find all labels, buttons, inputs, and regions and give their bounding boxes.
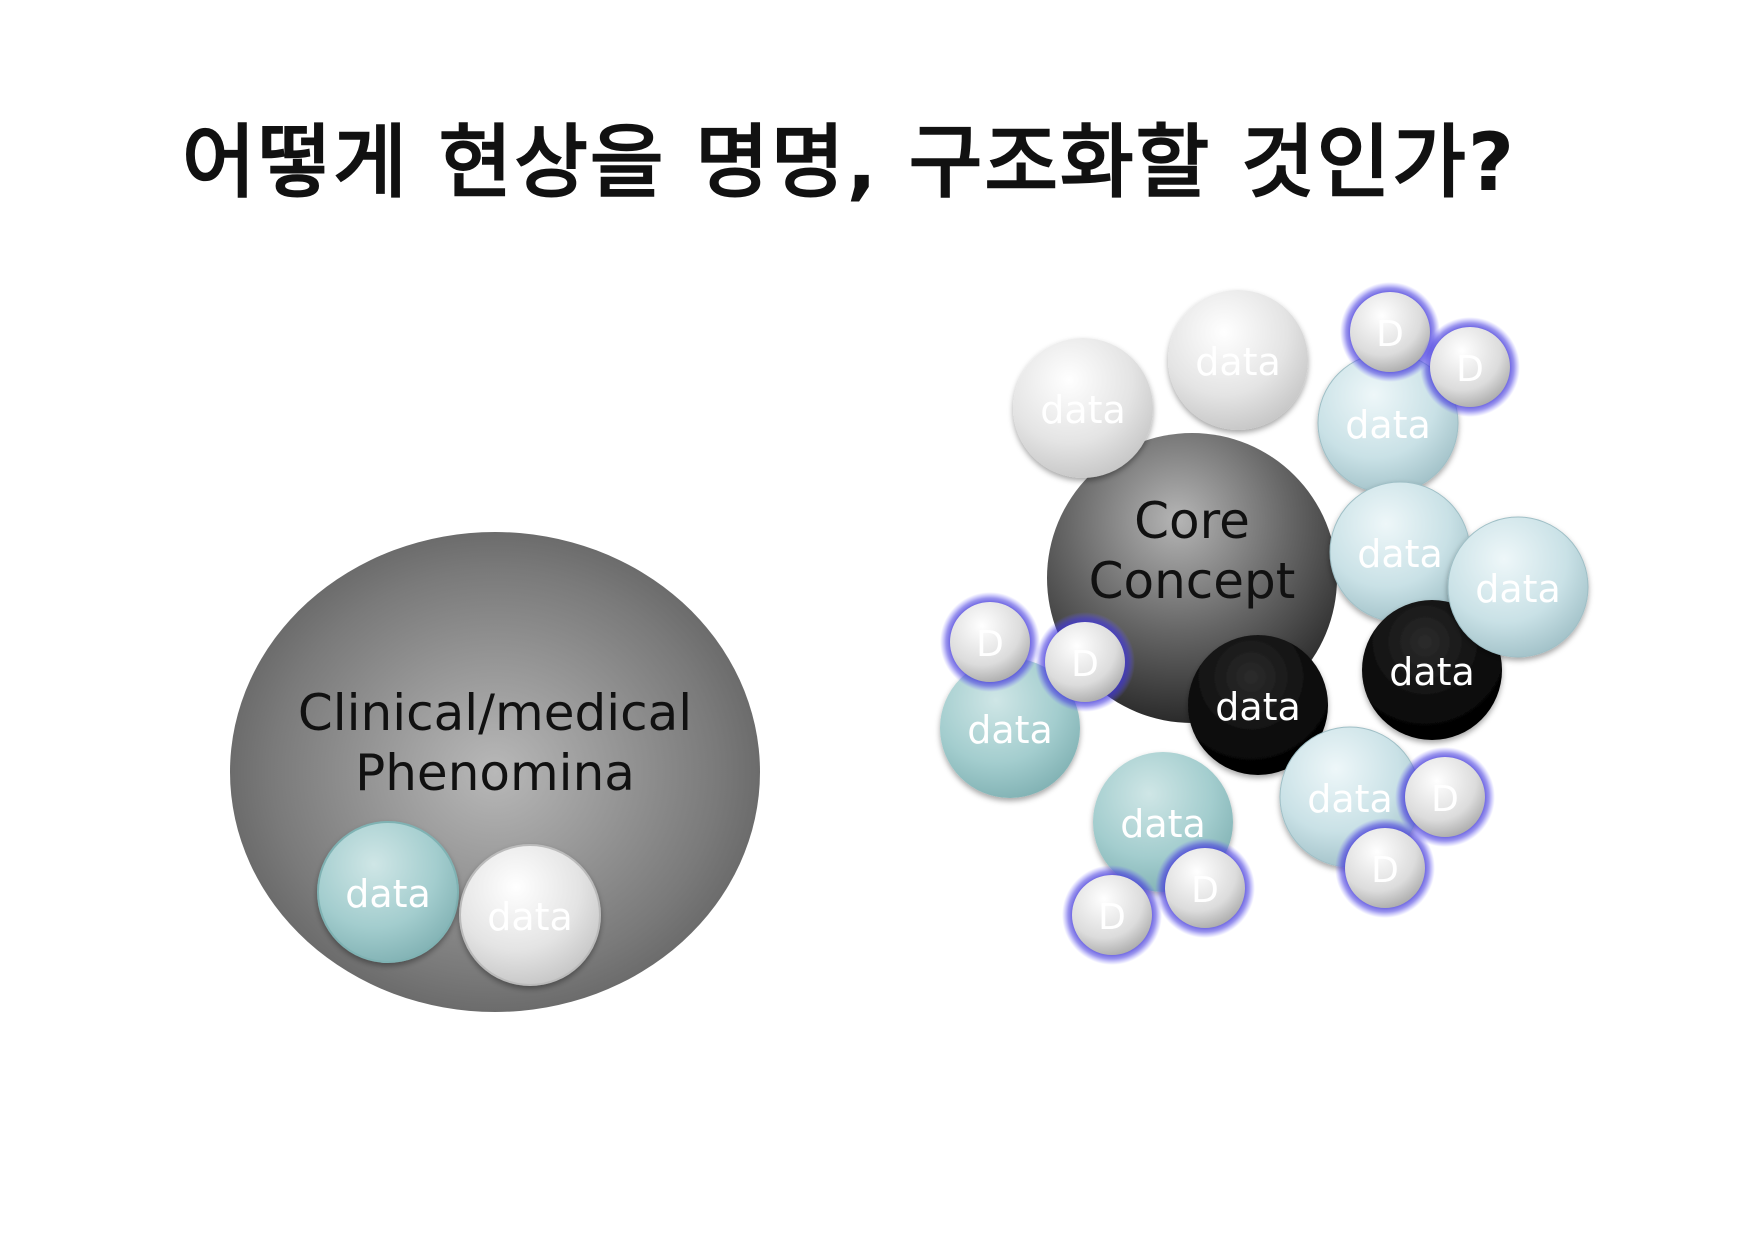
svg-text:data: data [1040, 388, 1126, 432]
data-circle: data [940, 658, 1080, 798]
d-circle: D [940, 592, 1040, 692]
phenomena-label-line1: Clinical/medical [298, 684, 692, 742]
svg-text:data: data [1357, 532, 1443, 576]
svg-text:D: D [1371, 850, 1399, 891]
data-circle: data [1168, 290, 1308, 430]
d-circle: D [1155, 838, 1255, 938]
svg-text:D: D [976, 624, 1004, 665]
svg-text:D: D [1376, 314, 1404, 355]
svg-text:data: data [1475, 567, 1561, 611]
svg-text:D: D [1431, 779, 1459, 820]
data-circle: data [1447, 516, 1589, 658]
d-circle: D [1395, 747, 1495, 847]
svg-text:data: data [1307, 777, 1393, 821]
svg-text:D: D [1456, 349, 1484, 390]
svg-text:data: data [1389, 650, 1475, 694]
core-concept-label-line2: Concept [1089, 552, 1296, 610]
svg-text:D: D [1098, 897, 1126, 938]
svg-text:data: data [1120, 802, 1206, 846]
svg-text:data: data [1345, 403, 1431, 447]
svg-text:data: data [345, 872, 431, 916]
core-concept-group: Core Concept data data data data data da… [940, 282, 1589, 965]
svg-text:D: D [1191, 870, 1219, 911]
d-circle: D [1335, 818, 1435, 918]
d-circle: D [1062, 865, 1162, 965]
data-circle: data [1188, 635, 1328, 775]
svg-text:data: data [1215, 685, 1301, 729]
d-circle: D [1035, 612, 1135, 712]
data-circle: data [317, 821, 459, 963]
phenomena-group: Clinical/medical Phenomina data data [230, 532, 760, 1012]
svg-text:data: data [967, 708, 1053, 752]
page-title: 어떻게 현상을 명명, 구조화할 것인가? [182, 116, 1517, 209]
data-circle: data [1317, 352, 1459, 494]
phenomena-label-line2: Phenomina [355, 744, 635, 802]
svg-text:data: data [1195, 340, 1281, 384]
data-circle: data [1013, 338, 1153, 478]
core-concept-label-line1: Core [1134, 492, 1250, 550]
d-circle: D [1340, 282, 1440, 382]
svg-text:data: data [487, 895, 573, 939]
svg-text:D: D [1071, 644, 1099, 685]
data-circle: data [459, 844, 601, 986]
d-circle: D [1420, 317, 1520, 417]
